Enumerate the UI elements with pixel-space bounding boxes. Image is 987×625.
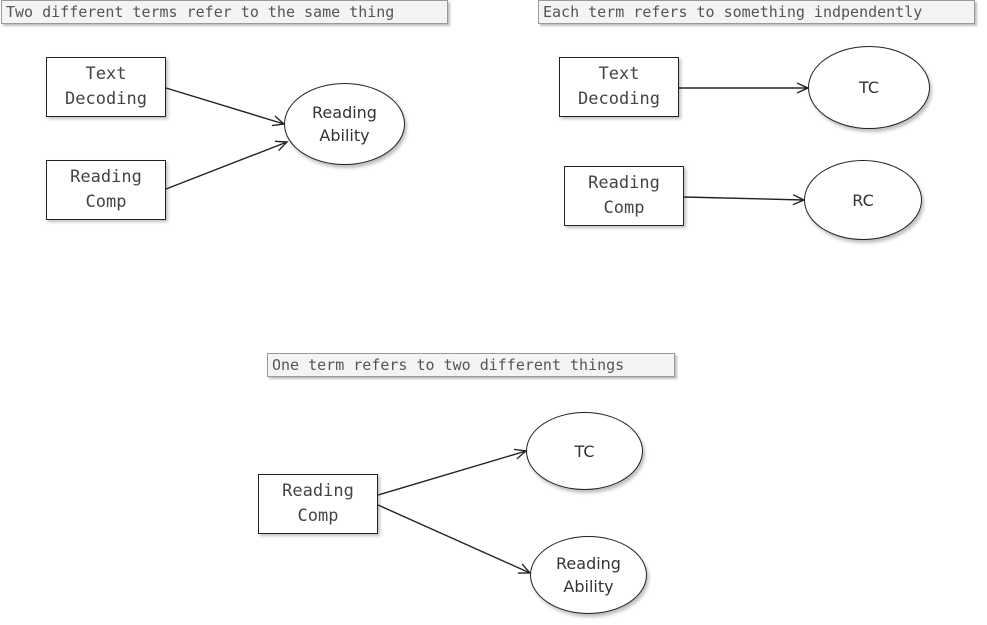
node-reading-ability-1: Reading Ability [284,83,405,165]
node-reading-comp-1: Reading Comp [46,160,166,220]
node-tc-3-label: TC [574,441,595,461]
node-reading-comp-2: Reading Comp [564,166,684,226]
node-reading-comp-3: Reading Comp [258,474,378,534]
node-reading-ability-3: Reading Ability [530,536,647,614]
node-text-decoding-2: Text Decoding [559,57,679,117]
arrow-reading-comp-to-rc [683,194,806,206]
panel-title-independent: Each term refers to something indpendent… [538,0,975,24]
node-reading-ability-3-label: Reading Ability [556,554,621,596]
panel-title-two-things: One term refers to two different things [267,353,675,377]
node-tc-2: TC [808,46,930,129]
node-text-decoding-1: Text Decoding [46,57,166,117]
node-rc-2: RC [804,160,922,240]
node-reading-comp-2-label: Reading Comp [588,173,660,218]
panel-title-same-thing: Two different terms refer to the same th… [1,0,448,24]
node-reading-comp-1-label: Reading Comp [70,167,142,212]
node-rc-2-label: RC [852,190,874,210]
arrow-text-decoding-to-reading-ability [165,87,286,127]
node-text-decoding-1-label: Text Decoding [65,64,147,109]
arrow-reading-comp-to-tc [377,448,528,496]
node-tc-2-label: TC [858,78,879,97]
node-reading-comp-3-label: Reading Comp [282,481,354,526]
arrow-reading-comp-to-reading-ability [377,504,532,574]
node-tc-3: TC [526,412,643,490]
arrow-reading-comp-to-reading-ability [165,140,289,190]
node-text-decoding-2-label: Text Decoding [578,64,660,109]
node-reading-ability-1-label: Reading Ability [312,103,377,145]
